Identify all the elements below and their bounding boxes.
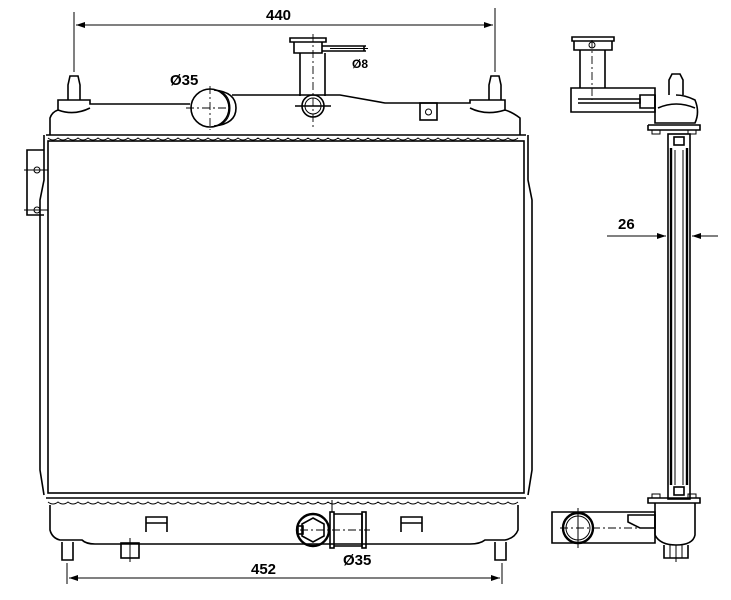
dimension-label-452: 452 <box>251 561 276 578</box>
bottom-outlet <box>295 500 370 549</box>
front-view: 440 Ø35 <box>24 7 533 584</box>
radiator-core <box>24 135 533 496</box>
bottom-tank: Ø35 <box>46 497 526 569</box>
top-inlet-diameter-label: Ø35 <box>170 72 198 89</box>
dimension-26: 26 <box>607 216 718 239</box>
side-view: 26 <box>551 36 718 562</box>
dimension-label-440: 440 <box>266 7 291 24</box>
bottom-outlet-diameter-label: Ø35 <box>343 552 371 569</box>
vent-tube-diameter-label: Ø8 <box>352 57 368 71</box>
dimension-452: 452 <box>66 561 503 584</box>
dimension-label-26: 26 <box>618 216 635 233</box>
filler-neck <box>289 34 368 130</box>
dimension-440: 440 <box>73 7 496 72</box>
top-tank: Ø35 Ø8 <box>46 34 526 141</box>
core-side-section <box>667 133 691 500</box>
top-inlet <box>186 86 237 130</box>
